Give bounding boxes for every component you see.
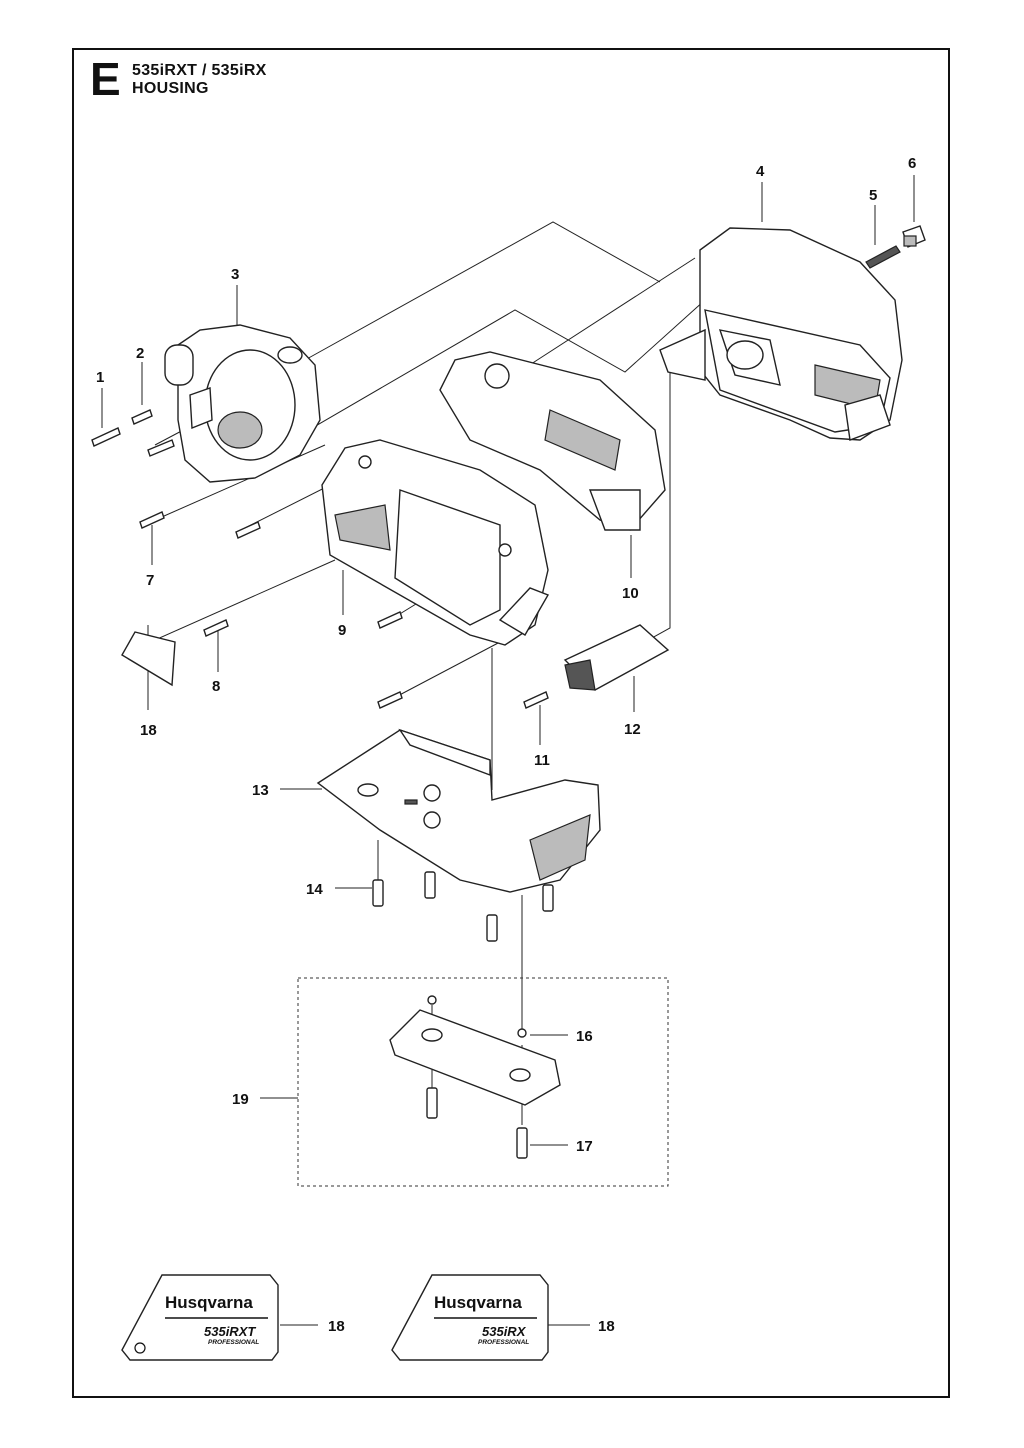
screws xyxy=(91,409,554,1159)
callout-5: 5 xyxy=(869,187,877,204)
part-18-small-decal xyxy=(121,631,176,687)
part-9-handle-housing xyxy=(321,439,550,646)
decal-535irx: Husqvarna 535iRX PROFESSIONAL xyxy=(391,1274,549,1361)
callout-18-small: 18 xyxy=(140,722,157,739)
part-5-spring xyxy=(865,245,901,269)
callout-18-left-decal: 18 xyxy=(328,1318,345,1335)
model-line: 535iRXT / 535iRX xyxy=(132,62,267,79)
part-3-fan-housing xyxy=(164,324,321,483)
callout-6: 6 xyxy=(908,155,916,172)
decal-left-tag: PROFESSIONAL xyxy=(208,1339,259,1346)
callouts: 1 2 3 4 5 6 7 8 9 10 11 12 13 14 16 17 1… xyxy=(96,155,916,1335)
callout-2: 2 xyxy=(136,345,144,362)
decal-right-brand: Husqvarna xyxy=(434,1293,522,1312)
decal-right-model: 535iRX xyxy=(482,1324,527,1339)
section-title: HOUSING xyxy=(132,80,209,97)
callout-4: 4 xyxy=(756,163,765,180)
part-4-rear-housing xyxy=(659,227,903,441)
kit-box-19 xyxy=(297,977,669,1187)
decal-left-brand: Husqvarna xyxy=(165,1293,253,1312)
decal-535irxt: Husqvarna 535iRXT PROFESSIONAL xyxy=(121,1274,279,1361)
part-12-small-cover xyxy=(563,624,670,691)
callout-3: 3 xyxy=(231,266,239,283)
callout-10: 10 xyxy=(622,585,639,602)
part-6-button xyxy=(902,225,926,248)
callout-13: 13 xyxy=(252,782,269,799)
bluetooth-icon xyxy=(134,1342,146,1354)
part-13-bottom-housing xyxy=(316,728,601,893)
callout-8: 8 xyxy=(212,678,220,695)
callout-17: 17 xyxy=(576,1138,593,1155)
callout-19: 19 xyxy=(232,1091,249,1108)
callout-12: 12 xyxy=(624,721,641,738)
callout-14: 14 xyxy=(306,881,323,898)
part-10-top-cover xyxy=(439,351,666,531)
decal-right-tag: PROFESSIONAL xyxy=(478,1339,529,1346)
callout-9: 9 xyxy=(338,622,346,639)
decal-left-model: 535iRXT xyxy=(204,1324,256,1339)
callout-11: 11 xyxy=(534,752,550,769)
callout-16: 16 xyxy=(576,1028,593,1045)
page-frame xyxy=(72,48,950,1398)
callout-1: 1 xyxy=(96,369,104,386)
section-letter: E xyxy=(90,53,121,105)
callout-7: 7 xyxy=(146,572,154,589)
callout-18-right-decal: 18 xyxy=(598,1318,615,1335)
